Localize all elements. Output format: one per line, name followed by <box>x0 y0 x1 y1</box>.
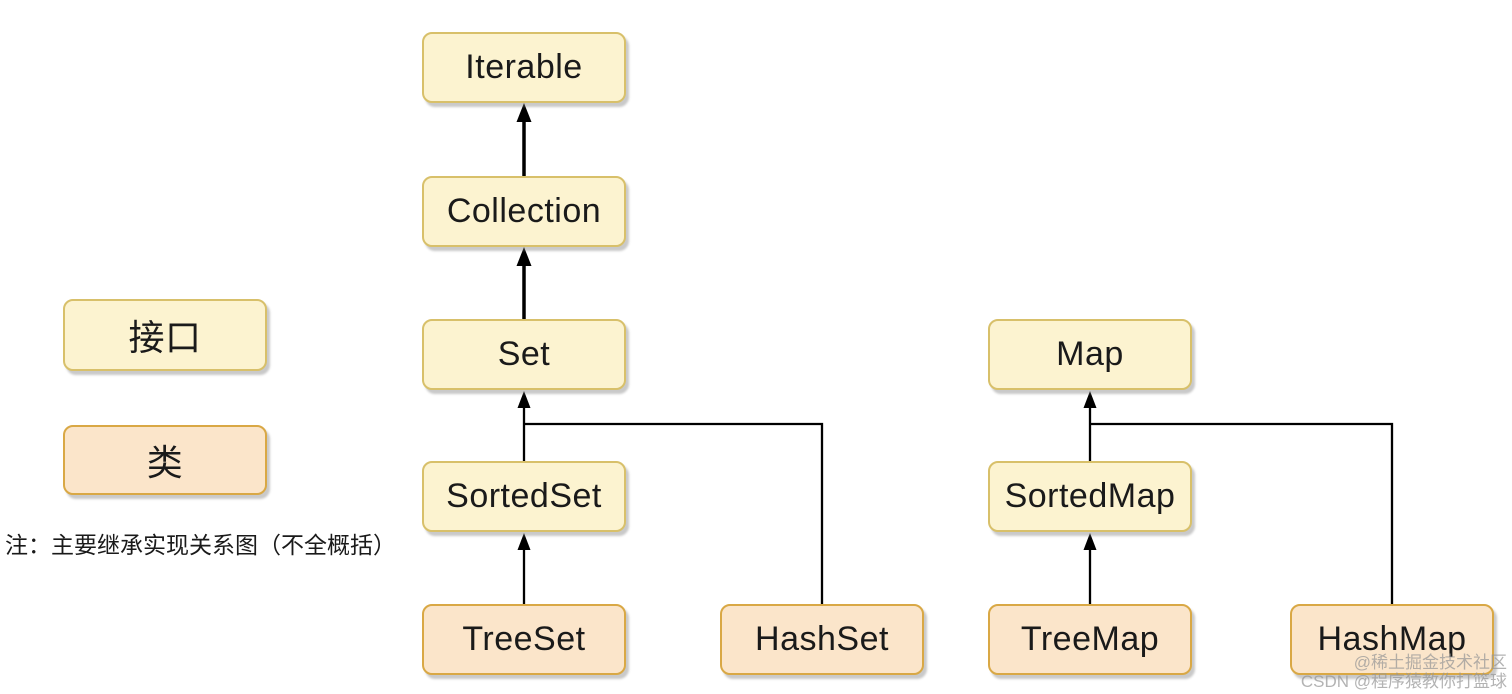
node-set: Set <box>422 319 626 390</box>
arrowhead-sortedset-to-set <box>517 391 531 408</box>
node-treeset: TreeSet <box>422 604 626 675</box>
arrowhead-treemap-to-sortedmap <box>1083 533 1097 550</box>
arrowhead-sortedmap-to-map <box>1083 391 1097 408</box>
node-sortedset: SortedSet <box>422 461 626 532</box>
watermark-juejin-community: @稀土掘金技术社区 <box>1353 653 1507 672</box>
watermark-csdn-author: CSDN @程序猿教你打篮球 <box>1300 672 1507 691</box>
node-iterable: Iterable <box>422 32 626 103</box>
arrowhead-set-to-collection <box>516 247 532 266</box>
legend-class: 类 <box>63 425 267 495</box>
legend-interface: 接口 <box>63 299 267 371</box>
node-hashmap: HashMap <box>1290 604 1494 675</box>
arrowhead-treeset-to-sortedset <box>517 533 531 550</box>
watermark-block: @稀土掘金技术社区 CSDN @程序猿教你打篮球 <box>1301 653 1507 691</box>
node-sortedmap: SortedMap <box>988 461 1192 532</box>
node-treemap: TreeMap <box>988 604 1192 675</box>
diagram-note: 注：主要继承实现关系图（不全概括） <box>5 532 396 558</box>
node-collection: Collection <box>422 176 626 247</box>
node-map: Map <box>988 319 1192 390</box>
arrowhead-collection-to-iterable <box>516 103 532 122</box>
node-hashset: HashSet <box>720 604 924 675</box>
